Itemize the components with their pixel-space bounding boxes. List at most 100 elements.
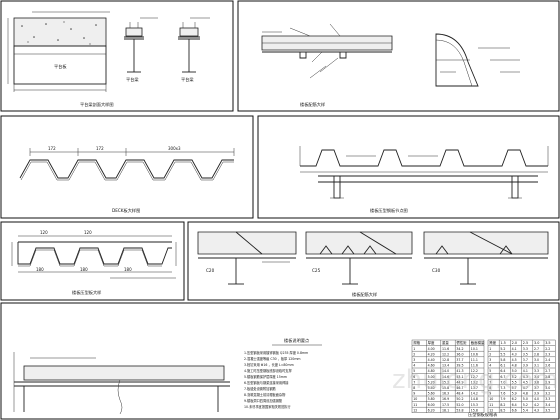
table-cell: 10.6 <box>471 352 478 356</box>
table-cell: 4.5 <box>512 358 517 362</box>
note-line: 7.板缝处设置附加钢筋 <box>244 386 276 391</box>
table-cell: 12 <box>489 408 493 412</box>
frame-bottom <box>0 302 560 420</box>
table-cell: 4 <box>413 364 415 368</box>
table-cell: 3.7 <box>523 358 528 362</box>
table-cell: 12.2 <box>471 369 478 373</box>
table-cell: 13.4 <box>442 364 449 368</box>
table-header-cell: 2.5 <box>523 341 528 345</box>
note-line: 9.楼板洞口四周设加强钢筋 <box>244 398 282 403</box>
table-cell: 9 <box>413 392 415 396</box>
node-3-label: C30 <box>432 268 441 273</box>
table-cell: 8.5 <box>500 408 505 412</box>
table-header-cell: 惯性矩 <box>456 340 467 345</box>
table-cell: 5.9 <box>512 392 517 396</box>
table-cell: 4.00 <box>428 347 435 351</box>
table-cell: 2.6 <box>545 364 550 368</box>
table-header-cell: 1.5 <box>500 341 505 345</box>
table-cell: 4.3 <box>534 408 539 412</box>
table-cell: 2 <box>489 352 491 356</box>
frame-p6 <box>187 221 560 301</box>
caption-p1: 平台梁剖面大样图 <box>80 101 114 108</box>
table-cell: 6.20 <box>428 408 435 412</box>
table-cell: 3.9 <box>534 392 539 396</box>
table-cell: 5.60 <box>428 392 435 396</box>
table-cell: 5.5 <box>512 380 517 384</box>
table-cell: 14.2 <box>471 392 478 396</box>
table-cell: 4.5 <box>523 380 528 384</box>
table-cell: 5.20 <box>428 380 435 384</box>
table-header-cell: 3.5 <box>545 341 550 345</box>
table-cell: 13.2 <box>471 380 478 384</box>
panel-notes: 楼板说明要点 1.压型钢板采用镀锌钢板 Q235 厚度 0.8mm 2.混凝土强… <box>244 337 322 409</box>
panel-beam-section: 平台板 平台梁 平台梁 平台梁剖面大样图 <box>7 11 210 108</box>
table-cell: 3.6 <box>534 380 539 384</box>
table-cell: 2 <box>413 352 415 356</box>
table-cell: 10.1 <box>471 347 478 351</box>
table-cell: 4.3 <box>523 375 528 379</box>
table-cell: 50.2 <box>456 397 463 401</box>
table-cell: 2.2 <box>545 347 550 351</box>
table-cell: 4.60 <box>428 364 435 368</box>
table-cell: 4.8 <box>523 392 528 396</box>
corner-detail <box>435 33 479 87</box>
table-cell: 4.0 <box>534 397 539 401</box>
frame-p4 <box>257 115 560 219</box>
table-cell: 10 <box>489 397 493 401</box>
frame-p1 <box>0 0 234 112</box>
deck-detail-profile <box>17 242 172 265</box>
table-cell: 39.5 <box>456 364 463 368</box>
table-cell: 12 <box>413 408 417 412</box>
table-cell: 3.1 <box>534 364 539 368</box>
table-cell: 3 <box>489 358 491 362</box>
caption-p4: 楼板压型钢板节点图 <box>370 207 408 214</box>
table-cell: 3.3 <box>545 397 550 401</box>
table-cell: 11.6 <box>471 364 478 368</box>
table-cell: 37.7 <box>456 358 463 362</box>
deck-detail-dim-2: 120 <box>84 230 92 235</box>
table-cell: 44.9 <box>456 380 463 384</box>
note-line: 8.浇筑混凝土前清理板面杂物 <box>244 392 286 397</box>
node-section-1: C20 <box>197 231 297 285</box>
h-section-a: 平台梁 <box>124 17 158 83</box>
table-header-cell: 截面模量 <box>471 340 485 345</box>
table-cell: 6.1 <box>500 364 505 368</box>
table-cell: 7 <box>413 380 415 384</box>
deck-profile-outer <box>19 159 234 179</box>
table-cell: 6.4 <box>500 369 505 373</box>
table-cell: 5.0 <box>512 369 517 373</box>
table-cell: 1 <box>489 347 491 351</box>
table-cell: 4.8 <box>512 364 517 368</box>
table-cell: 1 <box>413 347 415 351</box>
table-cell: 5.5 <box>500 352 505 356</box>
table-cell: 7.9 <box>500 397 505 401</box>
table-cell: 5.8 <box>500 358 505 362</box>
node-1-label: C20 <box>206 268 215 273</box>
table-cell: 6.7 <box>500 375 505 379</box>
table-cell: 6.00 <box>428 403 435 407</box>
panel-deck-profile: 172 172 300x3 DECK板大样图 <box>19 146 235 214</box>
table-cell: 6.4 <box>512 403 517 407</box>
table-cell: 8.2 <box>500 403 505 407</box>
table-cell: 6 <box>489 375 491 379</box>
table-cell: 3.4 <box>534 375 539 379</box>
column-left <box>333 175 341 199</box>
table-cell: 3.5 <box>523 352 528 356</box>
table-cell: 3.3 <box>523 347 528 351</box>
table-cell: 5.0 <box>523 397 528 401</box>
table-cell: 3.2 <box>545 392 550 396</box>
panel-beam-elevation <box>13 352 230 415</box>
table-cell: 6.6 <box>512 408 517 412</box>
table-cell: 2.9 <box>545 380 550 384</box>
table-cell: 15.2 <box>442 380 449 384</box>
deck-detail-dim-3: 180 <box>36 267 44 272</box>
table-cell: 2.7 <box>545 369 550 373</box>
watermark: zhulong.com <box>392 365 559 395</box>
table-cell: 5.7 <box>512 386 517 390</box>
table-cell: 6.2 <box>512 397 517 401</box>
deck-node-profile <box>300 149 548 167</box>
